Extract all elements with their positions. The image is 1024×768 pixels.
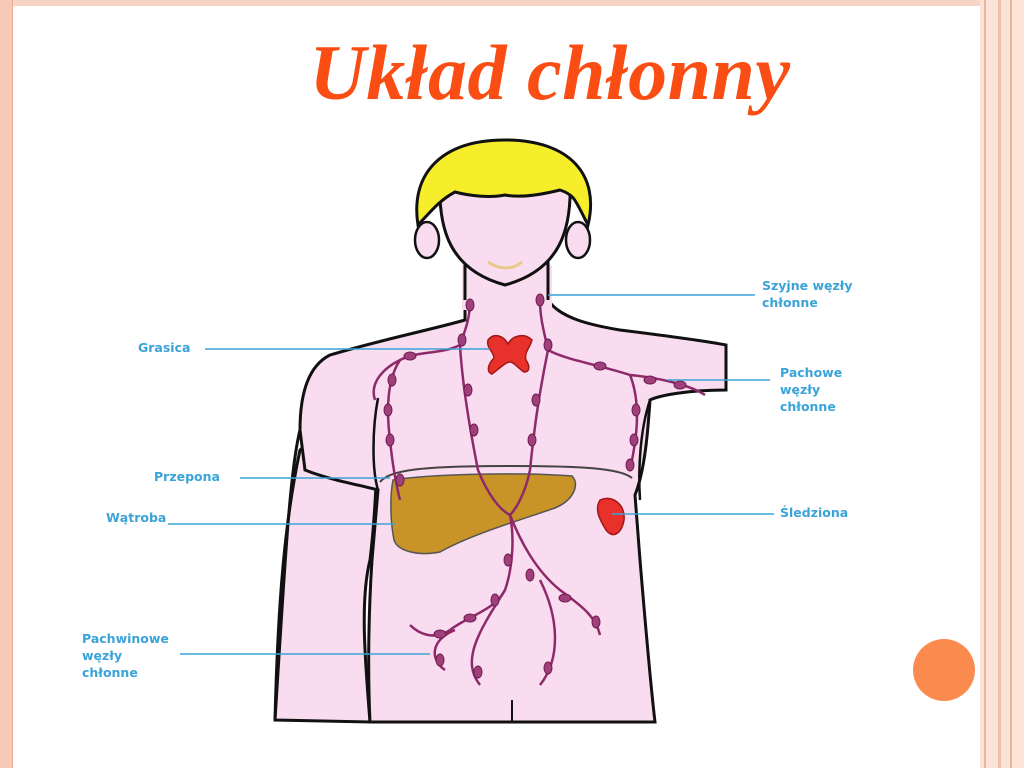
diaphragm: [379, 464, 633, 483]
label-liver: Wątroba: [106, 510, 166, 525]
thymus: [486, 334, 533, 375]
lymph-node: [543, 338, 553, 352]
head: [413, 178, 592, 287]
label-axillary-nodes-line3: chłonne: [780, 399, 836, 414]
hair: [415, 138, 593, 230]
frame-left-border: [0, 0, 13, 768]
label-inguinal-nodes-line3: chłonne: [82, 665, 138, 680]
lymph-node: [465, 298, 475, 312]
label-neck-nodes-line2: chłonne: [762, 295, 818, 310]
decorative-orange-dot: [913, 639, 975, 701]
lymph-node: [543, 661, 553, 675]
liver: [390, 473, 577, 555]
label-neck-nodes-line1: Szyjne węzły: [762, 278, 853, 293]
label-spleen: Śledziona: [780, 505, 848, 520]
lymph-node: [457, 333, 467, 347]
lymph-node: [643, 375, 657, 385]
lymph-node: [593, 361, 607, 371]
lymph-node: [625, 458, 635, 472]
lymph-node: [387, 373, 397, 387]
lymph-node: [558, 593, 572, 603]
lymph-node: [463, 613, 477, 623]
slide-title: Układ chłonny: [309, 29, 791, 116]
lymph-node: [435, 653, 445, 667]
lymph-node: [383, 403, 393, 417]
lymph-vessels: [372, 299, 706, 686]
frame-top-border: [12, 0, 980, 6]
lymph-node: [403, 351, 417, 361]
lymph-node: [469, 423, 479, 437]
label-axillary-nodes-line1: Pachowe: [780, 365, 842, 380]
lymph-node: [385, 433, 395, 447]
lymph-node: [525, 568, 535, 582]
frame-right-border: [980, 0, 1024, 768]
lymph-node: [673, 380, 687, 390]
lymph-node: [490, 593, 500, 607]
label-thymus: Grasica: [138, 340, 190, 355]
lymph-node: [503, 553, 513, 567]
lymph-node: [591, 615, 601, 629]
lymph-node: [535, 293, 545, 307]
lymph-node: [527, 433, 537, 447]
label-axillary-nodes-line2: węzły: [780, 382, 820, 397]
label-inguinal-nodes-line1: Pachwinowe: [82, 631, 169, 646]
lymph-node: [473, 665, 483, 679]
lymph-node: [433, 629, 447, 639]
lymph-node: [395, 473, 405, 487]
lymph-node: [531, 393, 541, 407]
label-diaphragm: Przepona: [154, 469, 220, 484]
lymph-nodes: [383, 293, 687, 679]
lymph-node: [463, 383, 473, 397]
spleen: [596, 497, 625, 536]
lymph-node: [629, 433, 639, 447]
leader-lines: [168, 294, 774, 655]
lymph-node: [631, 403, 641, 417]
label-inguinal-nodes-line2: węzły: [82, 648, 122, 663]
